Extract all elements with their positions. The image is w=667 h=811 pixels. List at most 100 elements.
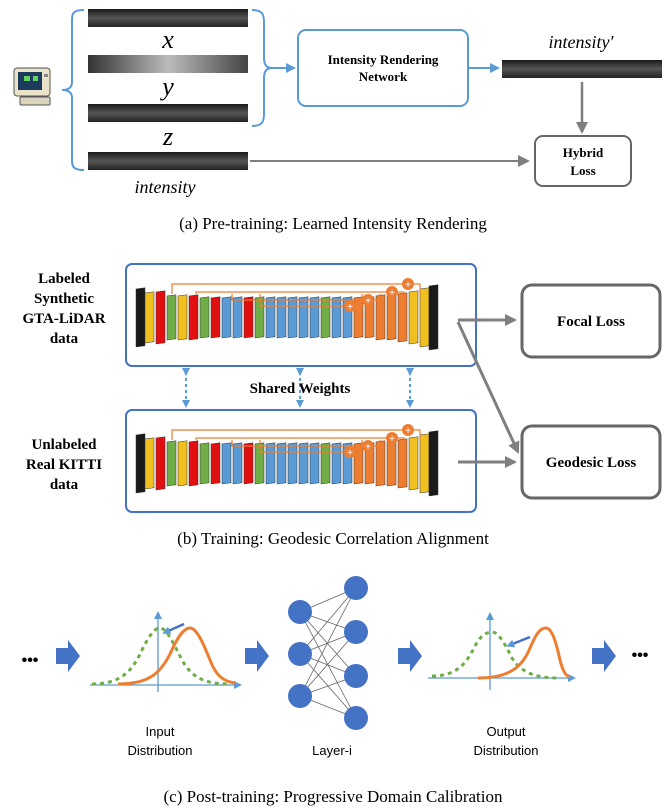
source-network-layers: ++++	[135, 278, 439, 351]
add-symbol: +	[389, 434, 395, 445]
computer-icon	[13, 67, 51, 106]
network-layer	[155, 436, 166, 491]
network-layer	[221, 296, 232, 339]
add-node	[362, 440, 374, 452]
network-layer	[265, 296, 276, 339]
skip-connection	[171, 283, 421, 294]
target-label-3: data	[50, 477, 79, 493]
panel-b: Labeled Synthetic GTA-LiDAR data Unlabel…	[22, 263, 662, 548]
add-node	[386, 286, 398, 298]
skip-connection	[195, 291, 405, 294]
output-label-2: Distribution	[473, 743, 538, 758]
input-label-2: Distribution	[127, 743, 192, 758]
neuron-connection	[299, 611, 357, 677]
layer-label: Layer-i	[312, 743, 352, 758]
network-label-line2: Network	[359, 69, 408, 84]
add-node	[402, 278, 414, 290]
network-layer	[144, 437, 155, 490]
ellipsis-left: •••	[22, 652, 39, 669]
add-node	[386, 432, 398, 444]
network-layer	[408, 290, 419, 345]
network-layer	[210, 296, 221, 339]
lidar-strip-top	[88, 9, 248, 27]
add-symbol: +	[389, 288, 395, 299]
focal-loss-label: Focal Loss	[557, 314, 625, 330]
ellipsis-right: •••	[632, 647, 649, 664]
add-node	[402, 424, 414, 436]
caption-a: (a) Pre-training: Learned Intensity Rend…	[179, 214, 487, 233]
network-layer	[353, 442, 364, 485]
network-layer	[353, 296, 364, 339]
skip-connection	[259, 294, 363, 307]
network-layer	[331, 442, 342, 485]
network-layer	[320, 296, 331, 339]
network-layer	[166, 294, 177, 341]
arrow-source-to-geodesic	[456, 321, 520, 454]
add-symbol: +	[347, 302, 353, 313]
add-symbol: +	[347, 448, 353, 459]
network-layer	[135, 287, 146, 348]
var-z-label: z	[162, 122, 173, 151]
network-layer	[177, 440, 188, 487]
network-layer	[188, 294, 199, 341]
network-layer	[243, 296, 254, 339]
flow-arrow-2	[245, 640, 269, 672]
output-distribution-plot	[428, 612, 576, 690]
skip-connection	[231, 294, 381, 301]
network-layer	[287, 442, 298, 485]
skip-connection	[231, 440, 381, 447]
network-layer	[375, 294, 386, 341]
lidar-strip-intensity	[88, 152, 248, 170]
var-y-label: y	[159, 72, 174, 101]
source-label-4: data	[50, 331, 79, 347]
network-layer	[309, 296, 320, 339]
network-layer	[135, 433, 146, 494]
neuron-node	[288, 600, 312, 624]
neuron-node	[344, 664, 368, 688]
panel-c: ••• Input Distribution Layer-i Output Di…	[22, 576, 649, 806]
lidar-strip-output	[502, 60, 662, 78]
network-layer	[199, 296, 210, 339]
target-label-2: Real KITTI	[26, 457, 102, 473]
hybrid-loss-line1: Hybrid	[563, 145, 604, 160]
output-shift-arrow	[506, 635, 531, 648]
input-source-curve	[91, 626, 231, 686]
add-node	[344, 300, 356, 312]
network-layer	[331, 296, 342, 339]
skip-connection	[171, 429, 421, 440]
target-label-1: Unlabeled	[31, 437, 97, 453]
geodesic-loss-label: Geodesic Loss	[546, 455, 637, 471]
network-layer	[232, 296, 243, 339]
network-layer	[309, 442, 320, 485]
network-layer	[276, 442, 287, 485]
input-shift-arrow	[162, 622, 185, 635]
network-layer	[298, 442, 309, 485]
shared-weights-label: Shared Weights	[250, 381, 351, 397]
intensity-rendering-network-box	[297, 29, 469, 107]
input-brace	[61, 9, 85, 171]
neuron-connection	[299, 631, 357, 697]
lidar-strip-y	[88, 104, 248, 122]
neuron-node	[344, 706, 368, 730]
network-layer	[320, 442, 331, 485]
network-layer	[287, 296, 298, 339]
neuron-node	[344, 576, 368, 600]
source-label-3: GTA-LiDAR	[22, 311, 105, 327]
var-x-label: x	[161, 25, 174, 54]
source-label-2: Synthetic	[34, 291, 94, 307]
hybrid-loss-box	[534, 135, 632, 187]
output-source-curve	[431, 630, 561, 680]
network-layer	[419, 287, 430, 348]
network-layer	[375, 440, 386, 487]
network-layer	[232, 442, 243, 485]
network-layer	[177, 294, 188, 341]
network-layer	[397, 292, 408, 343]
focal-loss-box	[520, 283, 662, 359]
intensity-output-label: intensity′	[549, 32, 615, 52]
network-layer	[144, 291, 155, 344]
network-layer	[397, 438, 408, 489]
network-layer	[265, 442, 276, 485]
network-layer	[199, 442, 210, 485]
network-layer	[428, 430, 439, 497]
input-distribution-plot	[90, 611, 242, 692]
